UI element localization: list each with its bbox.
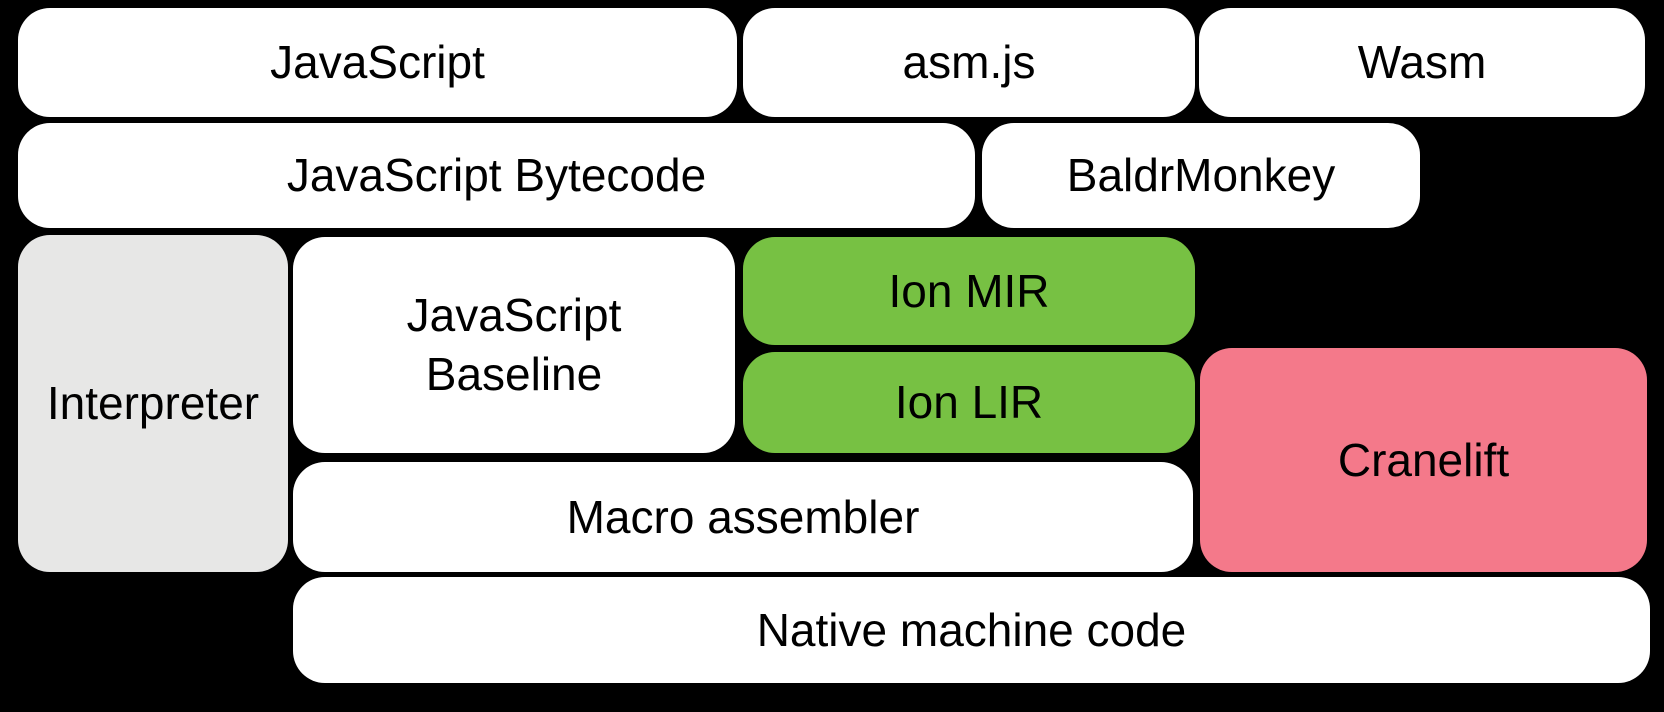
box-wasm: Wasm	[1199, 8, 1645, 117]
box-macro-assembler-label: Macro assembler	[566, 490, 920, 543]
box-native-machine-code-label: Native machine code	[756, 603, 1187, 656]
box-wasm-label: Wasm	[1357, 36, 1487, 89]
box-javascript-bytecode-label: JavaScript Bytecode	[286, 149, 707, 202]
box-interpreter-label: Interpreter	[46, 377, 260, 430]
box-baldrmonkey-label: BaldrMonkey	[1066, 149, 1336, 202]
box-ion-mir: Ion MIR	[743, 237, 1195, 345]
box-javascript-label: JavaScript	[270, 36, 485, 89]
box-macro-assembler: Macro assembler	[293, 462, 1193, 572]
box-cranelift: Cranelift	[1200, 348, 1647, 572]
box-native-machine-code: Native machine code	[293, 577, 1650, 683]
box-ion-lir: Ion LIR	[743, 352, 1195, 453]
box-baldrmonkey: BaldrMonkey	[982, 123, 1420, 228]
box-javascript-baseline-label: JavaScript Baseline	[406, 289, 622, 400]
box-javascript-baseline: JavaScript Baseline	[293, 237, 735, 453]
box-interpreter: Interpreter	[18, 235, 288, 572]
box-ion-lir-label: Ion LIR	[894, 376, 1044, 429]
box-javascript: JavaScript	[18, 8, 737, 117]
box-javascript-bytecode: JavaScript Bytecode	[18, 123, 975, 228]
box-asmjs: asm.js	[743, 8, 1195, 117]
box-ion-mir-label: Ion MIR	[888, 264, 1050, 317]
box-asmjs-label: asm.js	[902, 36, 1036, 89]
box-cranelift-label: Cranelift	[1337, 433, 1510, 486]
